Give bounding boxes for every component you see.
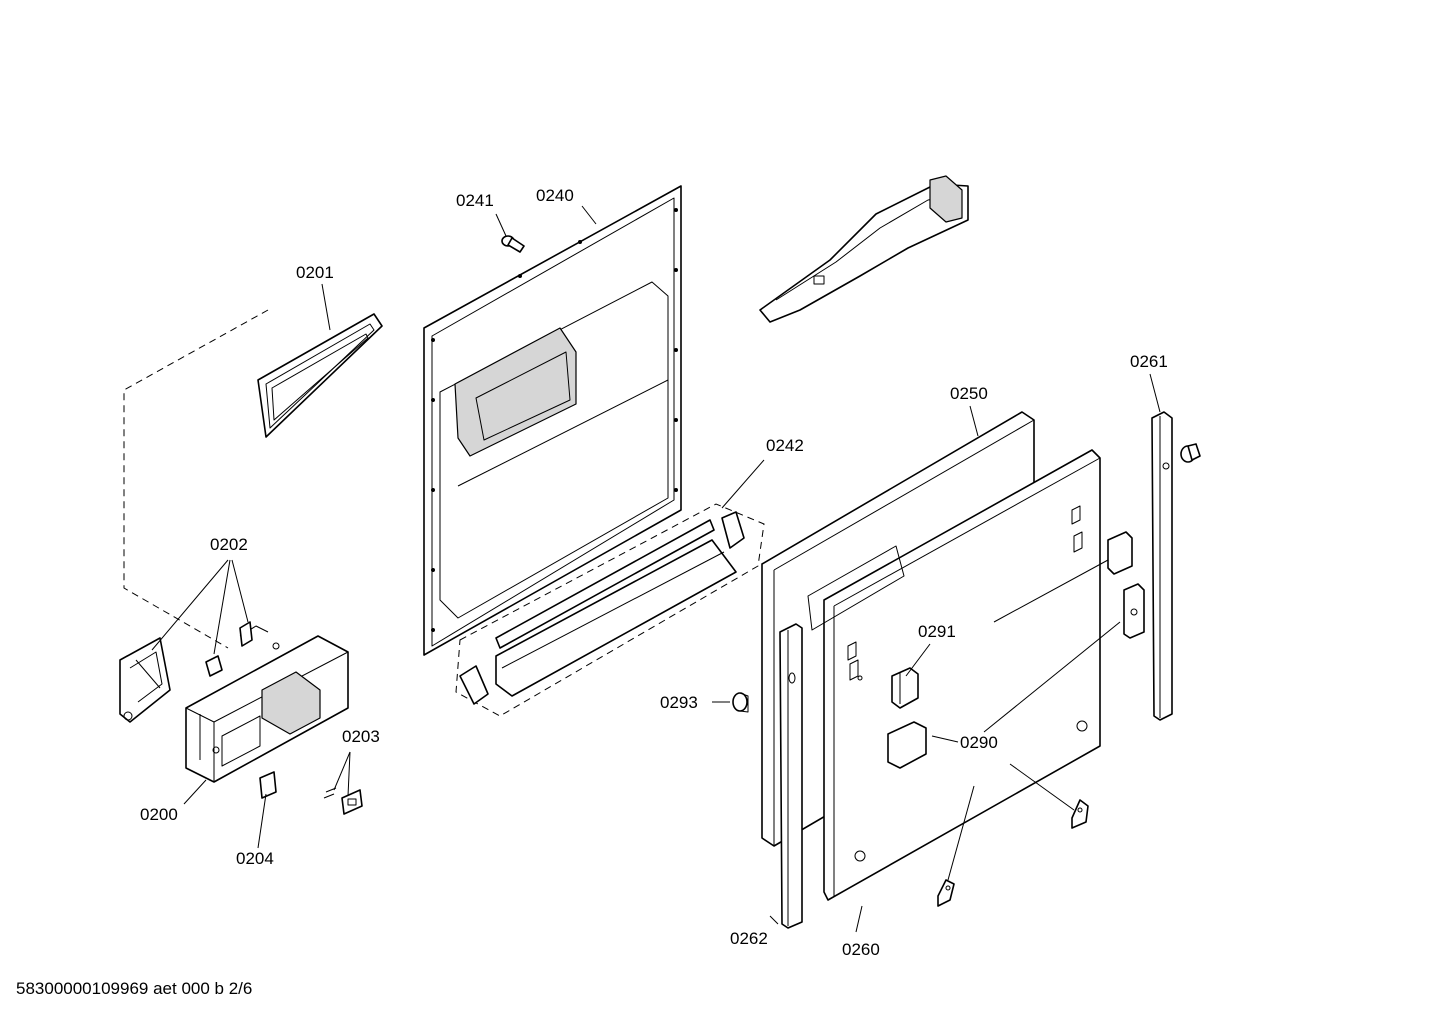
part-0261-profile-strip[interactable]: [1151, 411, 1173, 721]
callout-0202: 0202: [210, 535, 248, 554]
callout-0290: 0290: [960, 733, 998, 752]
part-0201-seal-frame[interactable]: [257, 313, 383, 438]
part-0261-knob[interactable]: [1180, 443, 1201, 463]
part-0260-front-panel[interactable]: [807, 449, 1101, 901]
part-0290-bracket-upper[interactable]: [1107, 531, 1133, 575]
part-0241-screw[interactable]: [501, 235, 525, 253]
part-0240-inner-door[interactable]: [423, 185, 682, 656]
callout-0204: 0204: [236, 849, 274, 868]
part-0293-plug[interactable]: [732, 692, 749, 713]
part-0262-profile-strip[interactable]: [779, 623, 803, 929]
part-0202-cover[interactable]: [119, 637, 171, 723]
part-cable-bracket[interactable]: [759, 175, 969, 323]
callout-0261: 0261: [1130, 352, 1168, 371]
callout-0240: 0240: [536, 186, 574, 205]
assembly-0242-dash-box: [455, 503, 765, 717]
callout-0262: 0262: [730, 929, 768, 948]
callout-0293: 0293: [660, 693, 698, 712]
callout-0241: 0241: [456, 191, 494, 210]
part-0290-bracket-right[interactable]: [1123, 583, 1145, 639]
leader-lines: [151, 205, 1161, 933]
part-0204-switch[interactable]: [259, 771, 277, 799]
callout-0203: 0203: [342, 727, 380, 746]
callout-0260: 0260: [842, 940, 880, 959]
part-0291-switch[interactable]: [891, 667, 919, 709]
callout-0200: 0200: [140, 805, 178, 824]
part-0202-clip-small[interactable]: [205, 655, 223, 677]
drawing-reference-footer: 58300000109969 aet 000 b 2/6: [16, 979, 253, 998]
part-0200-control-housing[interactable]: [185, 635, 349, 783]
callout-0201: 0201: [296, 263, 334, 282]
callout-0242: 0242: [766, 436, 804, 455]
part-0290-foot-left[interactable]: [937, 879, 955, 907]
assembly-dash-line: [123, 309, 269, 649]
part-0242-hinge-left[interactable]: [459, 665, 489, 705]
part-0202-clip-arm[interactable]: [239, 621, 280, 650]
callout-0291: 0291: [918, 622, 956, 641]
part-0290-foot-right[interactable]: [1071, 799, 1089, 829]
part-0242-rail[interactable]: [495, 519, 737, 697]
part-0242-hinge-right[interactable]: [721, 511, 745, 549]
part-0290-bracket-center[interactable]: [887, 721, 927, 769]
part-0203-clip[interactable]: [341, 789, 363, 815]
callout-0250: 0250: [950, 384, 988, 403]
